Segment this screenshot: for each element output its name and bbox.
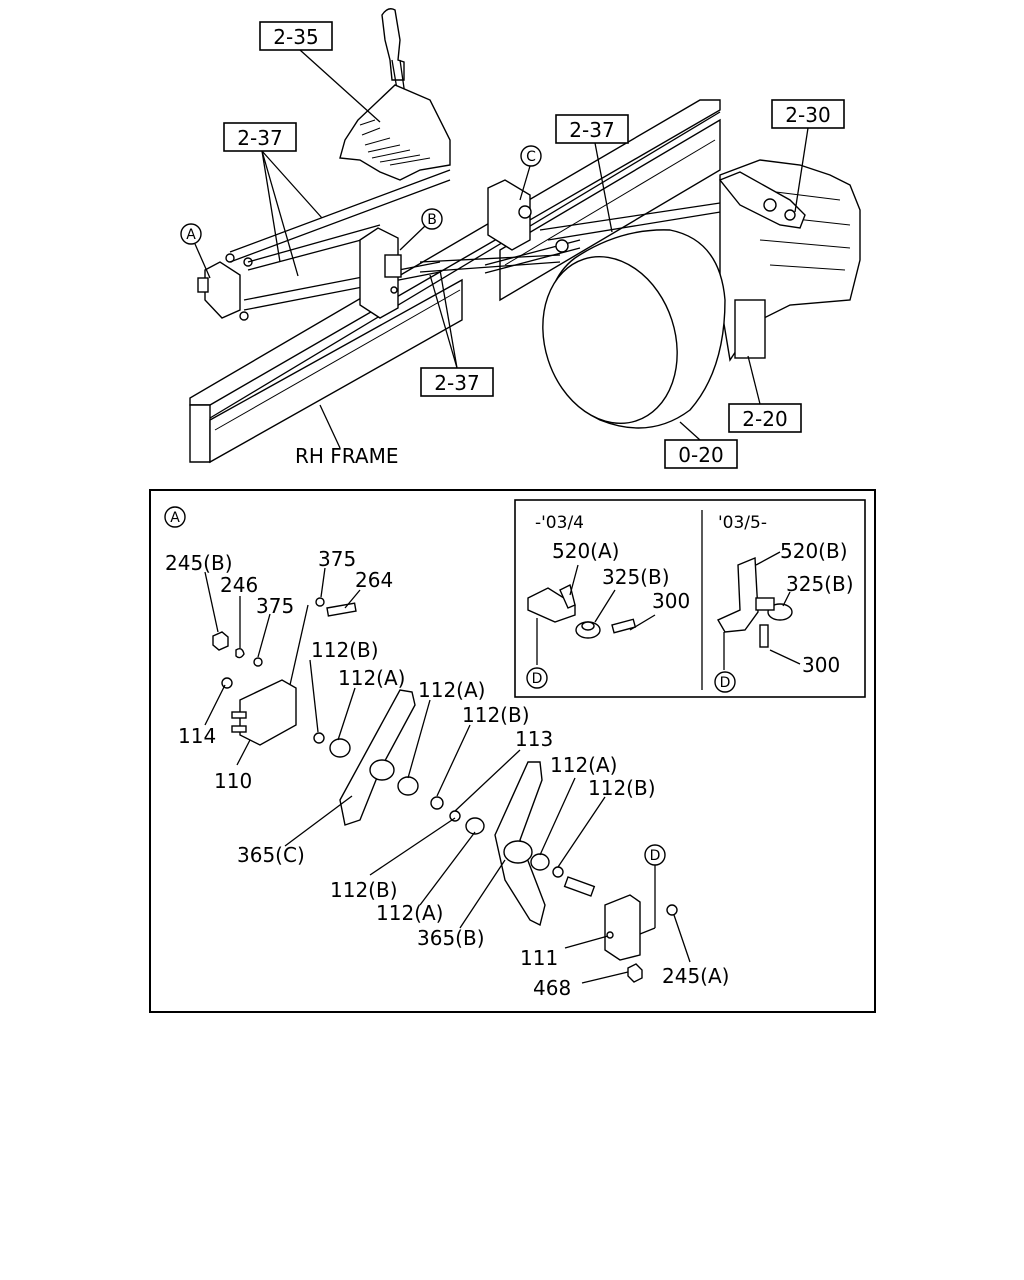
ref-0-20: 0-20	[664, 421, 738, 469]
bracket-b	[359, 227, 402, 319]
label-114: 114	[178, 724, 216, 748]
label-112a-4: 112(A)	[376, 901, 443, 925]
inset-left-heading: -'03/4	[535, 513, 584, 533]
inset-right-520b: 520(B)	[780, 539, 848, 563]
part-labels: 245(B) 246 375 375 264 112(B) 112(A) 114…	[165, 547, 729, 1000]
inset-right-300: 300	[802, 653, 840, 677]
label-110: 110	[214, 769, 252, 793]
inset-left-325b: 325(B)	[602, 565, 670, 589]
marker-a-detail: A	[164, 506, 186, 528]
svg-text:A: A	[170, 510, 180, 526]
lever-365c	[313, 689, 461, 826]
marker-c-overview: C	[519, 145, 542, 201]
ref-2-37-left: 2-37	[223, 122, 323, 277]
svg-text:2-37: 2-37	[569, 118, 614, 142]
label-112a-2: 112(A)	[418, 678, 485, 702]
left-linkage	[197, 169, 451, 321]
label-112b-2: 112(B)	[462, 703, 530, 727]
inset-right-325b: 325(B)	[786, 572, 854, 596]
ref-2-30: 2-30	[771, 99, 845, 213]
svg-text:2-30: 2-30	[785, 103, 830, 127]
shift-mechanism	[718, 171, 806, 229]
bracket-110	[221, 677, 297, 746]
inset-left-520a: 520(A)	[552, 539, 619, 563]
inset-left-300: 300	[652, 589, 690, 613]
svg-text:0-20: 0-20	[678, 443, 723, 467]
leader-lines	[204, 567, 691, 984]
label-111: 111	[520, 946, 558, 970]
label-264: 264	[355, 568, 393, 592]
frame-label: RH FRAME	[295, 444, 398, 468]
label-112b-1: 112(B)	[311, 638, 379, 662]
label-245a: 245(A)	[662, 964, 729, 988]
ref-2-35: 2-35	[259, 21, 381, 123]
label-468: 468	[533, 976, 571, 1000]
rh-frame-beam	[189, 99, 721, 464]
svg-text:C: C	[526, 149, 536, 165]
svg-text:2-37: 2-37	[434, 371, 479, 395]
label-112a-1: 112(A)	[338, 666, 405, 690]
svg-text:2-35: 2-35	[273, 25, 318, 49]
lever-365b	[465, 761, 596, 927]
inset-left-marker-d: D	[532, 671, 543, 687]
bracket-111	[604, 894, 678, 983]
shift-lever-assembly	[339, 8, 451, 181]
label-365c: 365(C)	[237, 843, 305, 867]
clutch-drum	[542, 229, 726, 429]
ref-2-20: 2-20	[728, 355, 802, 433]
ref-2-37-bottom: 2-37	[420, 269, 494, 397]
svg-text:A: A	[186, 227, 196, 243]
label-113: 113	[515, 727, 553, 751]
inset-right-marker-d: D	[720, 675, 731, 691]
svg-text:D: D	[650, 848, 661, 864]
label-245b: 245(B)	[165, 551, 233, 575]
svg-text:2-20: 2-20	[742, 407, 787, 431]
label-375-upper: 375	[318, 547, 356, 571]
label-112b-3: 112(B)	[588, 776, 656, 800]
marker-b-overview: B	[399, 208, 443, 251]
label-365b: 365(B)	[417, 926, 485, 950]
svg-text:2-37: 2-37	[237, 126, 282, 150]
overview-illustration: 2-35 2-37 2-37 2-30 2-37 2-20	[180, 8, 861, 469]
hardware-top-left	[212, 597, 357, 667]
detail-view-a: A -'03/4 '03/5- 520(A) 325(B) 300 D 520(…	[149, 489, 876, 1013]
marker-d-detail: D	[644, 844, 666, 866]
bracket-c	[487, 179, 569, 253]
label-112a-3: 112(A)	[550, 753, 617, 777]
marker-a-overview: A	[180, 223, 211, 279]
inset-box: -'03/4 '03/5- 520(A) 325(B) 300 D 520(B)…	[514, 499, 866, 698]
ref-2-37-center: 2-37	[555, 114, 629, 233]
svg-text:B: B	[427, 212, 437, 228]
inset-right-heading: '03/5-	[718, 513, 767, 533]
label-246: 246	[220, 573, 258, 597]
label-375-lower: 375	[256, 594, 294, 618]
label-112b-4: 112(B)	[330, 878, 398, 902]
